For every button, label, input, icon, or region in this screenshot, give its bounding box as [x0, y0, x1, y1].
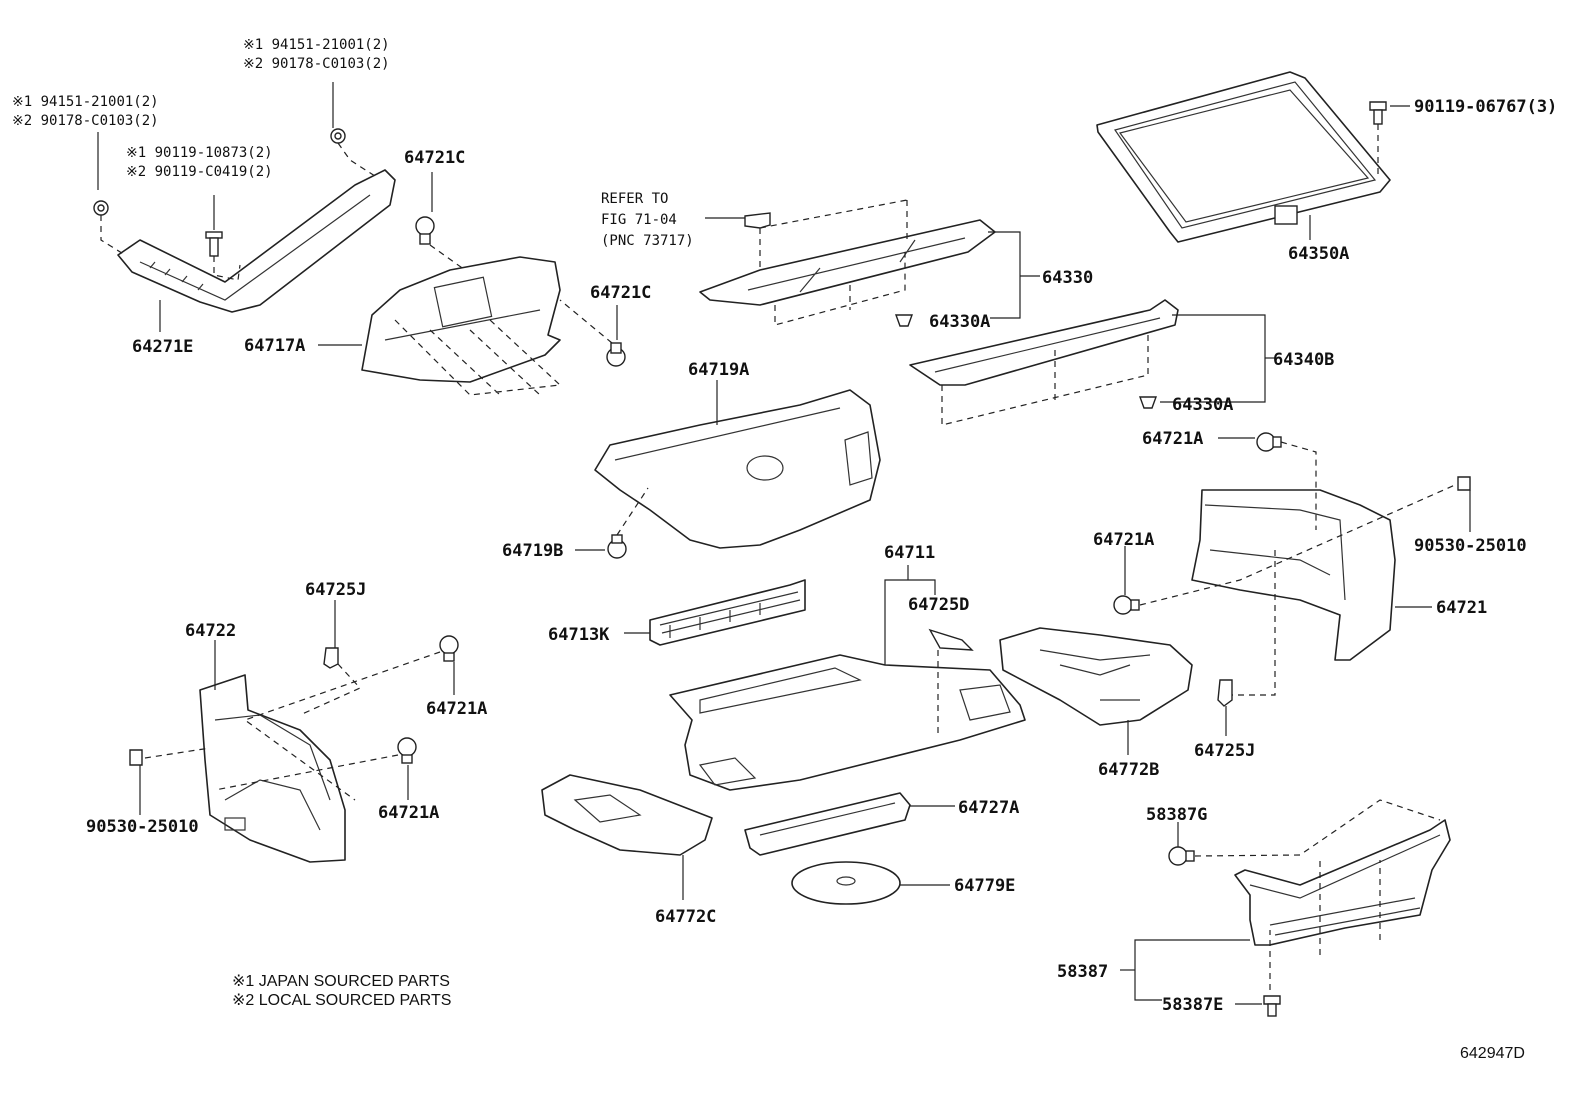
label-90530-25010: 90530-25010 — [86, 817, 199, 837]
hw-note-line: ※1 94151-21001(2) — [243, 37, 390, 53]
label-90119-06767: 90119-06767(3) — [1414, 97, 1557, 117]
footnote-japan: ※1 JAPAN SOURCED PARTS — [232, 973, 450, 990]
clip-icon — [1168, 846, 1195, 866]
part-64330-panel[interactable] — [699, 219, 996, 306]
label-64713k: 64713K — [548, 625, 610, 645]
label-64719b: 64719B — [502, 541, 563, 561]
bolt-icon — [1263, 995, 1281, 1017]
label-64330a: 64330A — [929, 312, 990, 332]
clip-icon — [415, 216, 626, 367]
bolt-icon — [1369, 101, 1387, 125]
clip-icon — [397, 635, 459, 764]
part-64721-side-panel[interactable] — [1191, 489, 1396, 661]
label-64725d: 64725D — [908, 595, 969, 615]
label-64330a: 64330A — [1172, 395, 1233, 415]
part-58387-scuff[interactable] — [1234, 819, 1451, 946]
diagram-code: 642947D — [1460, 1045, 1525, 1062]
label-90530-25010: 90530-25010 — [1414, 536, 1527, 556]
part-64719a-panel[interactable] — [594, 389, 881, 549]
hw-note-line: ※2 90119-C0419(2) — [126, 164, 273, 180]
label-64721a: 64721A — [1093, 530, 1154, 550]
clip-icon — [1113, 432, 1282, 615]
clip-icon — [895, 314, 1157, 409]
label-64717a: 64717A — [244, 336, 305, 356]
label-64721: 64721 — [1436, 598, 1487, 618]
label-64340b: 64340B — [1273, 350, 1334, 370]
part-64711-floor-mat[interactable] — [669, 654, 1026, 791]
label-64721c: 64721C — [590, 283, 651, 303]
refer-note-line: REFER TO — [601, 191, 668, 207]
hw-note-line: ※1 90119-10873(2) — [126, 145, 273, 161]
part-64717a-trim[interactable] — [361, 256, 561, 383]
part-64350a-frame[interactable] — [1096, 71, 1391, 243]
label-64721a: 64721A — [1142, 429, 1203, 449]
label-64721a: 64721A — [378, 803, 439, 823]
part-64722-side-panel[interactable] — [199, 674, 346, 863]
nut-icon — [1457, 476, 1471, 491]
label-64727a: 64727A — [958, 798, 1019, 818]
label-58387g: 58387G — [1146, 805, 1207, 825]
part-64772c-tray[interactable] — [541, 774, 713, 856]
nut-icon — [93, 128, 346, 216]
clip-icon — [607, 534, 627, 559]
label-64271e: 64271E — [132, 337, 193, 357]
label-64725j: 64725J — [1194, 741, 1255, 761]
screw-icon — [205, 231, 223, 257]
label-58387: 58387 — [1057, 962, 1108, 982]
hw-note-line: ※2 90178-C0103(2) — [243, 56, 390, 72]
hw-note-line: ※2 90178-C0103(2) — [12, 113, 159, 129]
label-58387e: 58387E — [1162, 995, 1223, 1015]
part-64727a-cover[interactable] — [744, 792, 911, 856]
label-64779e: 64779E — [954, 876, 1015, 896]
nut-icon — [129, 749, 143, 766]
label-64330: 64330 — [1042, 268, 1093, 288]
label-64350a: 64350A — [1288, 244, 1349, 264]
part-64340b-strip[interactable] — [909, 299, 1179, 386]
bracket-icon — [928, 628, 974, 651]
label-64722: 64722 — [185, 621, 236, 641]
part-64271e-rail[interactable] — [117, 169, 396, 313]
hook-clip-icon — [1217, 679, 1233, 707]
refer-note-line: (PNC 73717) — [601, 233, 694, 249]
part-64713k-bracket[interactable] — [649, 579, 806, 646]
label-64711: 64711 — [884, 543, 935, 563]
refer-note-line: FIG 71-04 — [601, 212, 677, 228]
label-64772b: 64772B — [1098, 760, 1159, 780]
label-64719a: 64719A — [688, 360, 749, 380]
hw-note-line: ※1 94151-21001(2) — [12, 94, 159, 110]
ref-bracket-icon — [744, 212, 771, 229]
hook-clip-icon — [323, 647, 339, 669]
footnote-local: ※2 LOCAL SOURCED PARTS — [232, 992, 451, 1009]
label-64772c: 64772C — [655, 907, 716, 927]
label-64721a: 64721A — [426, 699, 487, 719]
part-64779e-disc[interactable] — [791, 861, 901, 905]
label-64725j: 64725J — [305, 580, 366, 600]
label-64721c: 64721C — [404, 148, 465, 168]
part-64772b-box[interactable] — [999, 627, 1193, 726]
